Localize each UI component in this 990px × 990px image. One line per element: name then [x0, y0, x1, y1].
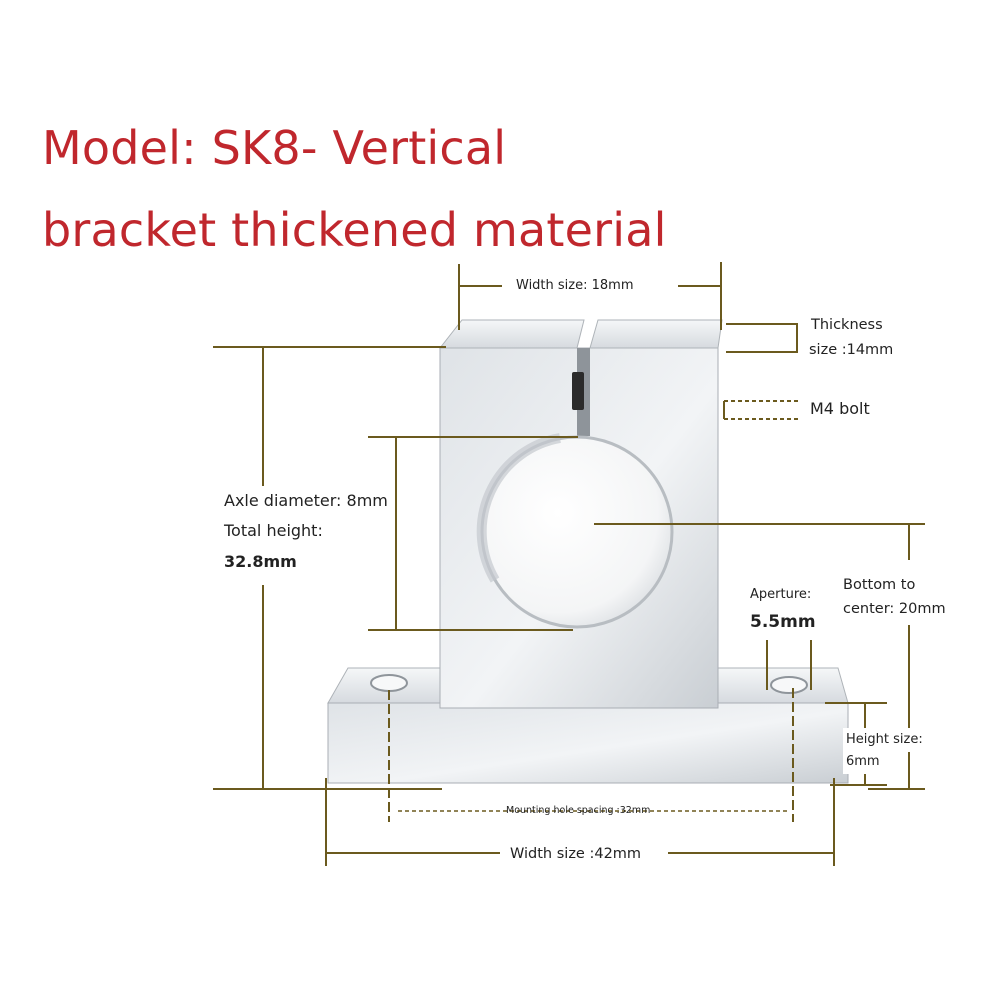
upright-top-face-left — [438, 319, 585, 349]
height-size-label-1: Height size: — [843, 728, 926, 752]
mounting-hole-left — [370, 674, 408, 692]
bore-shadow — [476, 433, 561, 583]
title-line-1: Model: SK8- Vertical — [42, 121, 507, 175]
base-front-face — [327, 702, 849, 784]
mounting-hole-spacing-label: Mounting hole spacing :32mm — [506, 805, 651, 816]
upright-top-face-right — [589, 319, 723, 349]
m4-bolt-label: M4 bolt — [810, 399, 870, 418]
bottom-to-center-label-2: center: 20mm — [840, 597, 949, 621]
bottom-to-center-label-1: Bottom to — [840, 573, 919, 597]
bracket-body — [327, 319, 849, 784]
width-42mm-label: Width size :42mm — [510, 846, 642, 862]
dim-thickness — [726, 323, 798, 353]
dimension-lines — [213, 262, 925, 866]
mounting-hole-right — [770, 676, 808, 694]
axle-diameter-label: Axle diameter: 8mm — [221, 489, 391, 513]
aperture-label-1: Aperture: — [750, 587, 812, 602]
width-18mm-label: Width size: 18mm — [516, 278, 634, 293]
thickness-label-1: Thickness — [811, 317, 883, 333]
total-height-label-1: Total height: — [221, 519, 326, 543]
m4-bolt-head — [572, 372, 584, 410]
total-height-label-2: 32.8mm — [221, 550, 300, 574]
thickness-label-2: size :14mm — [809, 342, 894, 358]
height-size-label-2: 6mm — [843, 750, 883, 774]
aperture-label-2: 5.5mm — [750, 612, 816, 632]
title-line-2: bracket thickened material — [42, 203, 667, 257]
